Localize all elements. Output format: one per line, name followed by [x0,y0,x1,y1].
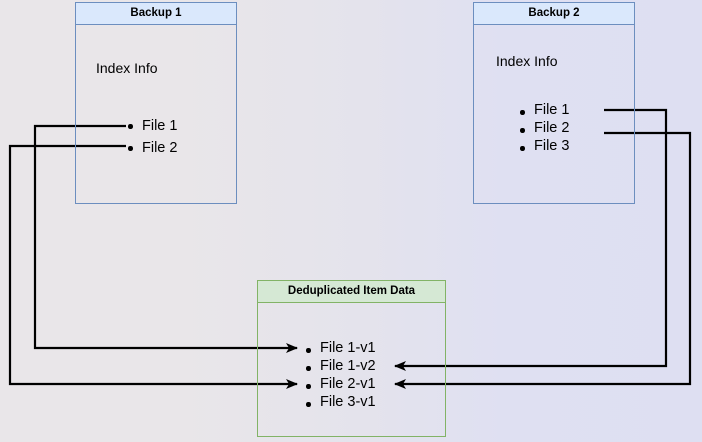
backup2-file-list: File 1 File 2 File 3 [517,101,569,155]
dedup-item-list: File 1-v1 File 1-v2 File 2-v1 File 3-v1 [303,339,376,411]
backup2-file-item[interactable]: File 2 [517,119,569,137]
dedup-item[interactable]: File 3-v1 [303,393,376,411]
backup1-file-list: File 1 File 2 [125,115,177,159]
backup1-node[interactable]: Backup 1 [75,2,237,204]
backup2-subtitle: Index Info [496,53,558,69]
backup2-file-item[interactable]: File 3 [517,137,569,155]
backup1-subtitle: Index Info [96,60,158,76]
dedup-item[interactable]: File 1-v2 [303,357,376,375]
dedup-item[interactable]: File 2-v1 [303,375,376,393]
dedup-item[interactable]: File 1-v1 [303,339,376,357]
backup2-node[interactable]: Backup 2 [473,2,635,204]
backup2-title: Backup 2 [474,3,634,25]
dedup-title: Deduplicated Item Data [258,281,445,303]
dedup-node[interactable]: Deduplicated Item Data [257,280,446,437]
backup1-file-item[interactable]: File 2 [125,137,177,159]
backup1-file-item[interactable]: File 1 [125,115,177,137]
backup1-title: Backup 1 [76,3,236,25]
backup2-file-item[interactable]: File 1 [517,101,569,119]
